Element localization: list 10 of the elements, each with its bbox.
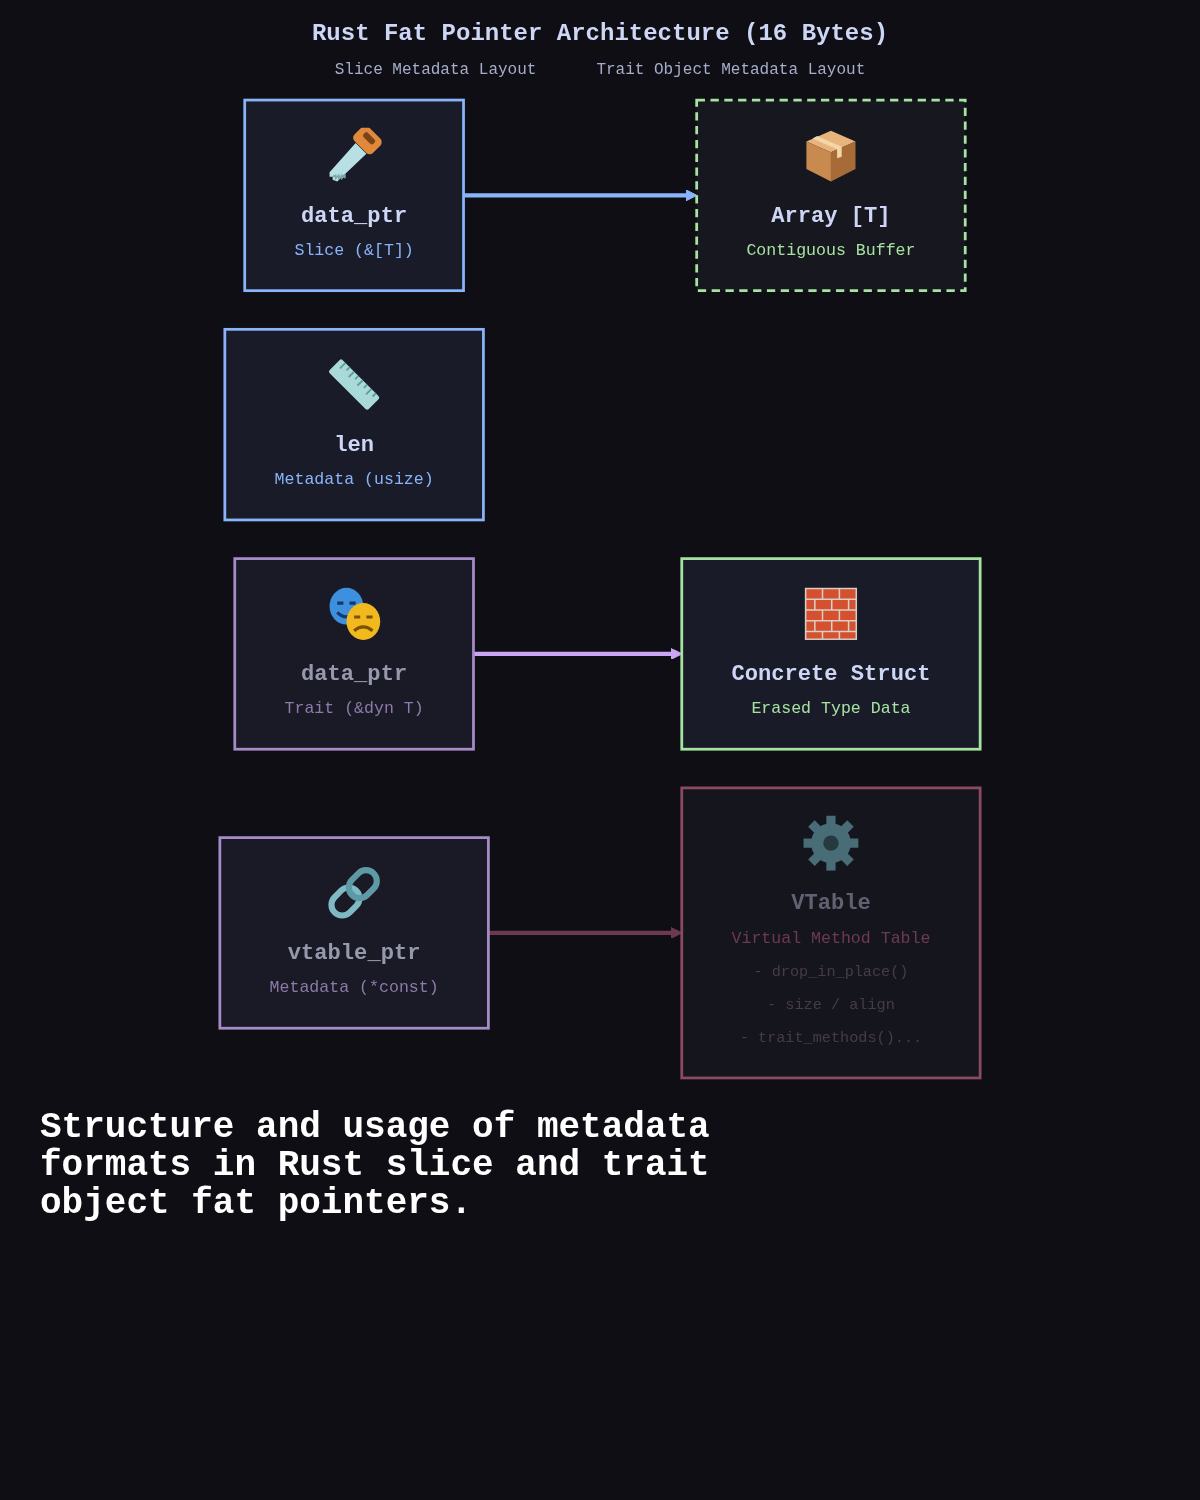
node-box: Concrete Struct Erased Type Data [680,557,982,751]
node-box: data_ptr Trait (&dyn T) [233,557,475,751]
node-box: vtable_ptr Metadata (*const) [218,836,490,1030]
caption: Structure and usage of metadata formats in Rust slice and trait object fat pointers. [40,1109,711,1223]
node-box: Array [T] Contiguous Buffer [695,98,967,293]
section-heading: Trait Object Metadata Layout [596,61,866,79]
node-box: data_ptr Slice (&[T]) [243,98,465,293]
diagram-title: Rust Fat Pointer Architecture (16 Bytes) [310,20,890,47]
section-heading: Slice Metadata Layout [334,61,537,79]
node-box: len Metadata (usize) [223,327,485,522]
